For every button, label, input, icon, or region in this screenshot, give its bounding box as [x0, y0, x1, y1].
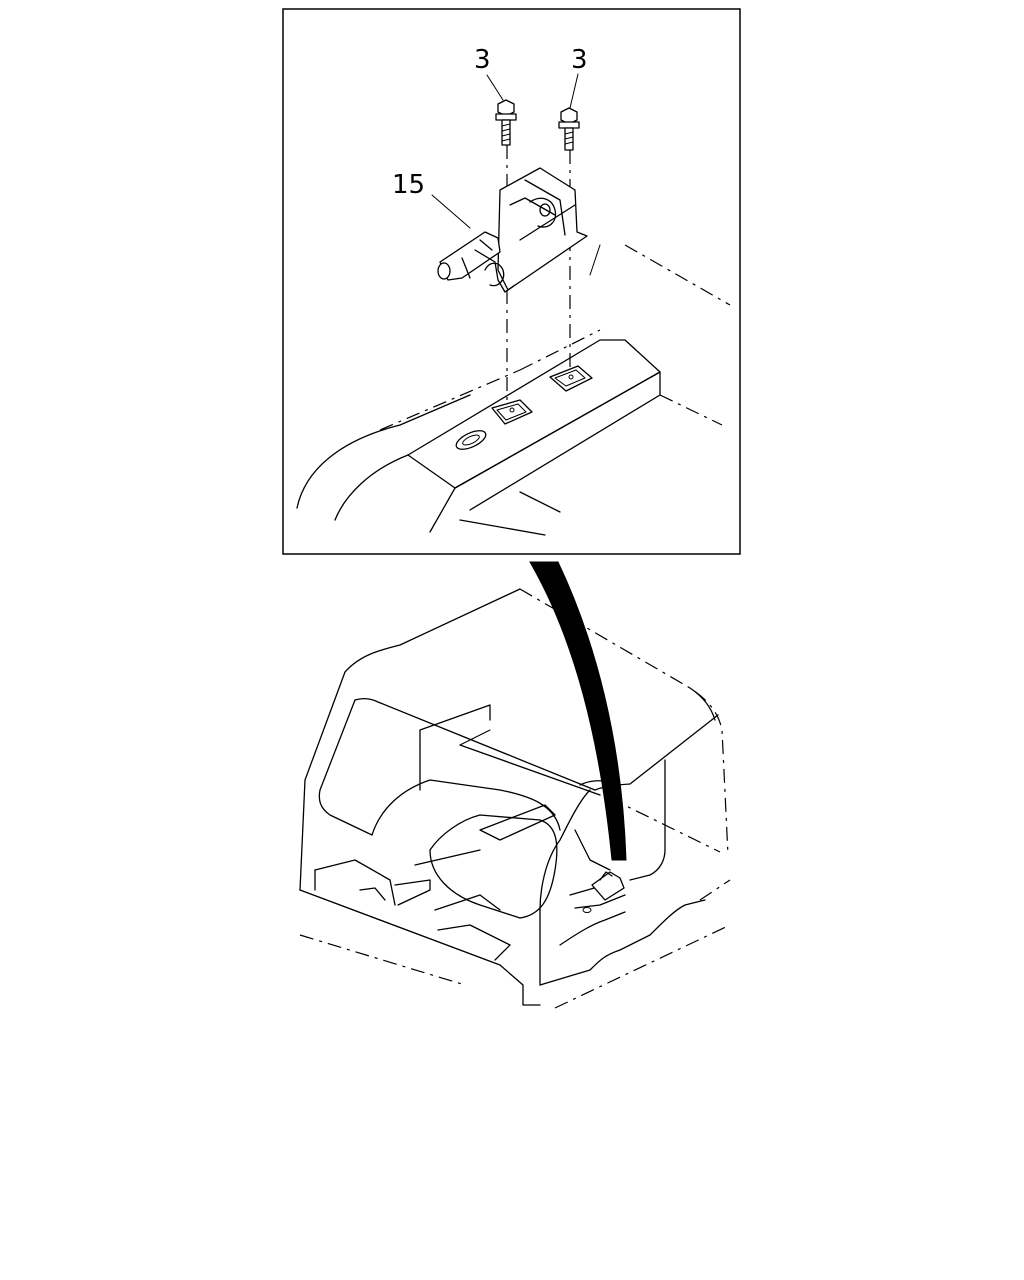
detail-pointer — [529, 561, 627, 861]
cab-overview — [299, 588, 731, 1009]
callout-latch: 15 — [392, 170, 425, 200]
crossmember — [296, 244, 731, 536]
detail-inset: 3 3 15 — [282, 8, 741, 555]
callout-bolt-left: 3 — [474, 45, 491, 75]
bolt-left — [495, 99, 517, 146]
hood-latch — [437, 167, 588, 293]
bolt-right — [558, 107, 580, 151]
callout-bolt-right: 3 — [571, 45, 588, 75]
